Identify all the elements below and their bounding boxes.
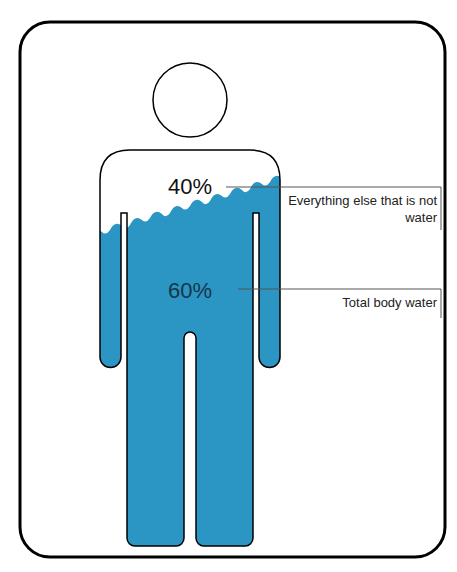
leader-line: [226, 187, 441, 230]
percent-label: 40%: [140, 173, 240, 202]
head-circle: [153, 63, 227, 137]
percent-label: 60%: [140, 277, 240, 306]
callout-text: Total body water: [285, 295, 437, 312]
water-fill: [90, 176, 290, 560]
callout-text: Everything else that is not water: [285, 193, 437, 227]
leader-line: [238, 289, 441, 318]
body-outline: [100, 150, 280, 546]
